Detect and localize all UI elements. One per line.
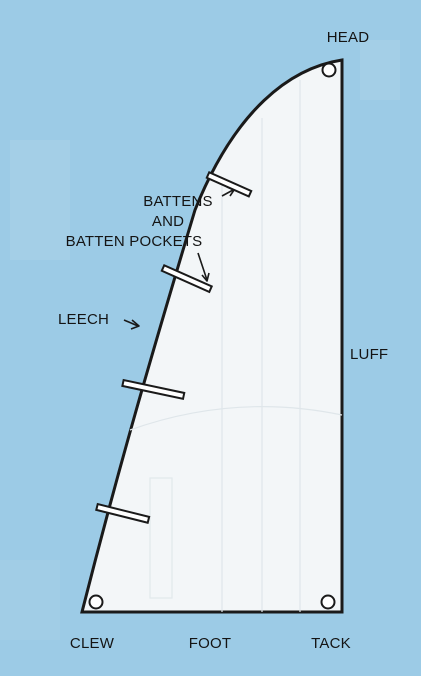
- leech-arrow-head: [130, 319, 140, 330]
- batten-pocket-4: [95, 502, 151, 524]
- leader-arrows: [123, 186, 235, 330]
- foot-label: FOOT: [189, 635, 231, 652]
- battens-label-line2: AND: [152, 213, 184, 230]
- head-label: HEAD: [327, 29, 369, 46]
- tack-label: TACK: [311, 635, 351, 652]
- battens-label-line1: BATTENS: [143, 193, 212, 210]
- leech-arrow: [123, 319, 139, 327]
- sail-panel-seams: [129, 80, 343, 612]
- clew-label: CLEW: [70, 635, 115, 652]
- battens-arrow-1-head: [226, 186, 235, 197]
- sail-patch: [149, 477, 173, 599]
- luff-label: LUFF: [350, 346, 388, 363]
- batten-pocket-3: [121, 378, 186, 401]
- sail-outline: [80, 58, 344, 614]
- battens-arrow-2-head: [201, 272, 210, 282]
- background-texture: [0, 40, 400, 640]
- clew-cringle: [88, 594, 104, 610]
- battens-label-line3: BATTEN POCKETS: [66, 233, 203, 250]
- tack-cringle: [320, 594, 336, 610]
- batten-pocket-2: [160, 263, 214, 294]
- leech-label: LEECH: [58, 311, 109, 328]
- battens-arrow-2: [197, 252, 208, 281]
- head-cringle: [321, 62, 337, 78]
- battens-arrow-1: [221, 189, 234, 197]
